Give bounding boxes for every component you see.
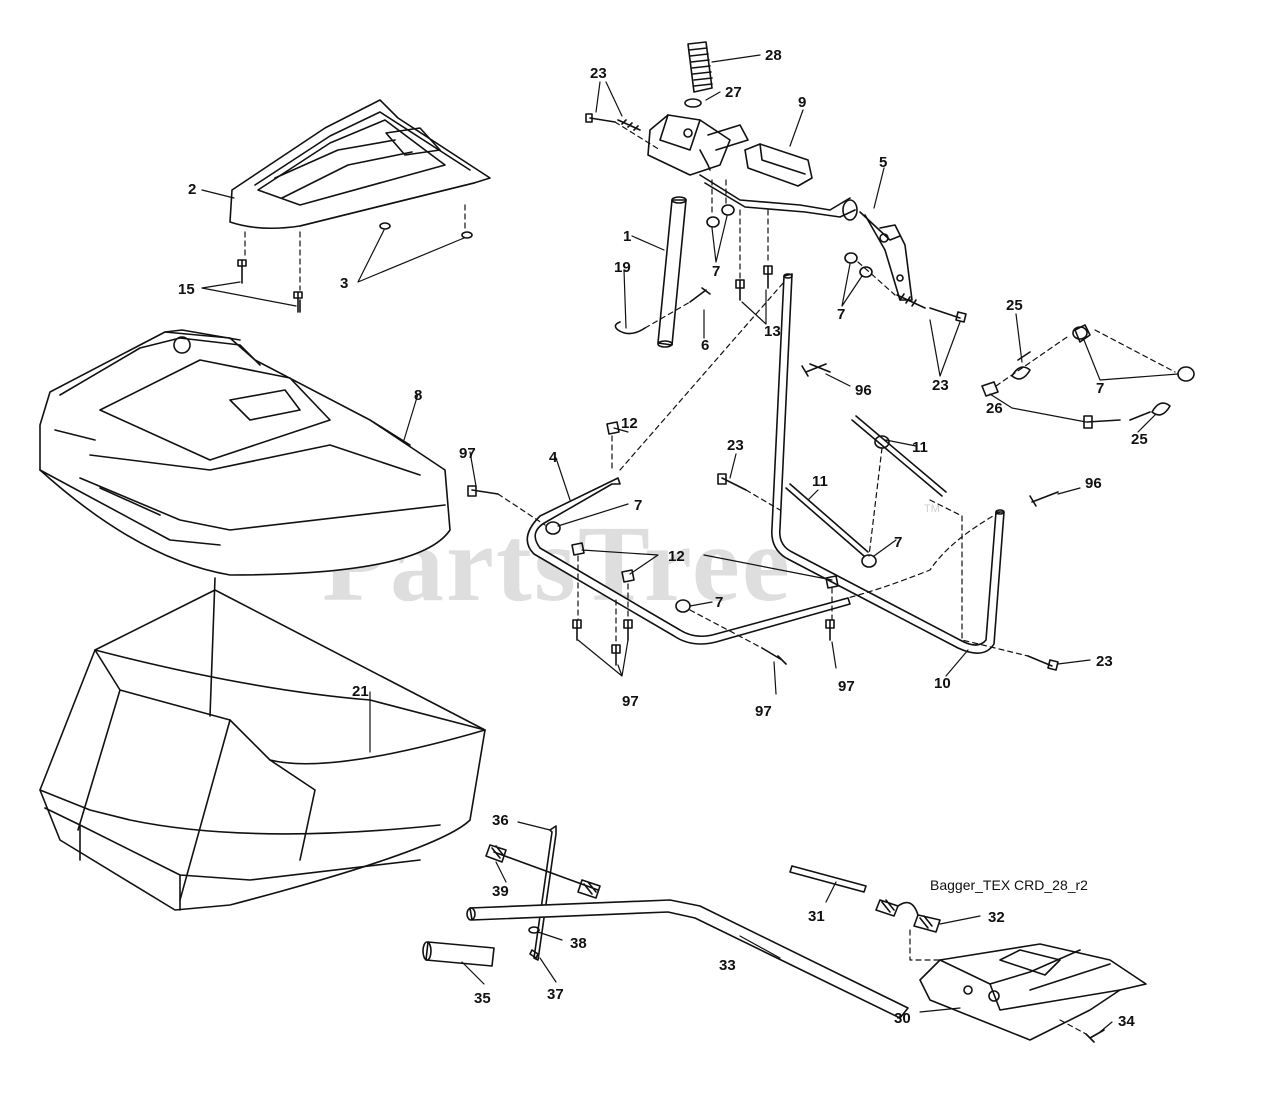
handle-bracket-assembly <box>585 41 967 348</box>
callout-97: 97 <box>459 445 476 462</box>
callout-21: 21 <box>352 683 369 700</box>
callout-11: 11 <box>812 473 828 490</box>
callout-28: 28 <box>765 47 782 64</box>
callout-27: 27 <box>725 84 742 101</box>
callout-26: 26 <box>986 400 1003 417</box>
callout-12: 12 <box>668 548 685 565</box>
callout-labels: 28 27 23 9 5 2 1 19 7 13 6 7 23 15 3 25 … <box>178 47 1148 1030</box>
clip-dash-lines <box>995 329 1176 387</box>
callout-30: 30 <box>894 1010 911 1027</box>
plate-dash-lines <box>244 204 466 291</box>
callout-96: 96 <box>855 382 872 399</box>
callout-12: 12 <box>621 415 638 432</box>
callout-23: 23 <box>1096 653 1113 670</box>
watermark-trademark: TM <box>924 503 940 515</box>
callout-2: 2 <box>188 181 196 198</box>
callout-96: 96 <box>1085 475 1102 492</box>
callout-8: 8 <box>414 387 422 404</box>
hood-assembly <box>39 329 451 576</box>
callout-7: 7 <box>712 263 720 280</box>
callout-3: 3 <box>340 275 348 292</box>
callout-1: 1 <box>623 228 631 245</box>
callout-11: 11 <box>912 439 928 456</box>
callout-34: 34 <box>1118 1013 1135 1030</box>
callout-19: 19 <box>614 259 631 276</box>
callout-13: 13 <box>764 323 781 340</box>
callout-38: 38 <box>570 935 587 952</box>
callout-7: 7 <box>634 497 642 514</box>
callout-23: 23 <box>727 437 744 454</box>
callout-9: 9 <box>798 94 806 111</box>
diagram-reference-code: Bagger_TEX CRD_28_r2 <box>930 877 1088 893</box>
callout-7: 7 <box>1096 380 1104 397</box>
lift-lever-assembly <box>422 825 1147 1043</box>
clip-hardware <box>981 324 1195 429</box>
collection-bag <box>39 577 486 911</box>
handle-dash-lines <box>614 121 896 329</box>
callout-31: 31 <box>808 908 825 925</box>
frame-assembly <box>467 273 1059 671</box>
callout-33: 33 <box>719 957 736 974</box>
callout-7: 7 <box>894 534 902 551</box>
callout-23: 23 <box>932 377 949 394</box>
callout-36: 36 <box>492 812 509 829</box>
callout-97: 97 <box>622 693 639 710</box>
callout-37: 37 <box>547 986 564 1003</box>
frame-dash-lines <box>497 281 1029 657</box>
plate-hardware <box>237 222 473 313</box>
callout-6: 6 <box>701 337 709 354</box>
callout-25: 25 <box>1006 297 1023 314</box>
callout-7: 7 <box>837 306 845 323</box>
callout-39: 39 <box>492 883 509 900</box>
callout-5: 5 <box>879 154 887 171</box>
lever-dash-lines <box>909 929 1087 1035</box>
leader-lines <box>201 54 1179 1033</box>
callout-97: 97 <box>838 678 855 695</box>
callout-35: 35 <box>474 990 491 1007</box>
callout-7: 7 <box>715 594 723 611</box>
top-cover-plate <box>229 99 491 230</box>
callout-15: 15 <box>178 281 195 298</box>
callout-23: 23 <box>590 65 607 82</box>
callout-25: 25 <box>1131 431 1148 448</box>
callout-32: 32 <box>988 909 1005 926</box>
callout-97: 97 <box>755 703 772 720</box>
callout-4: 4 <box>549 449 558 466</box>
callout-10: 10 <box>934 675 951 692</box>
